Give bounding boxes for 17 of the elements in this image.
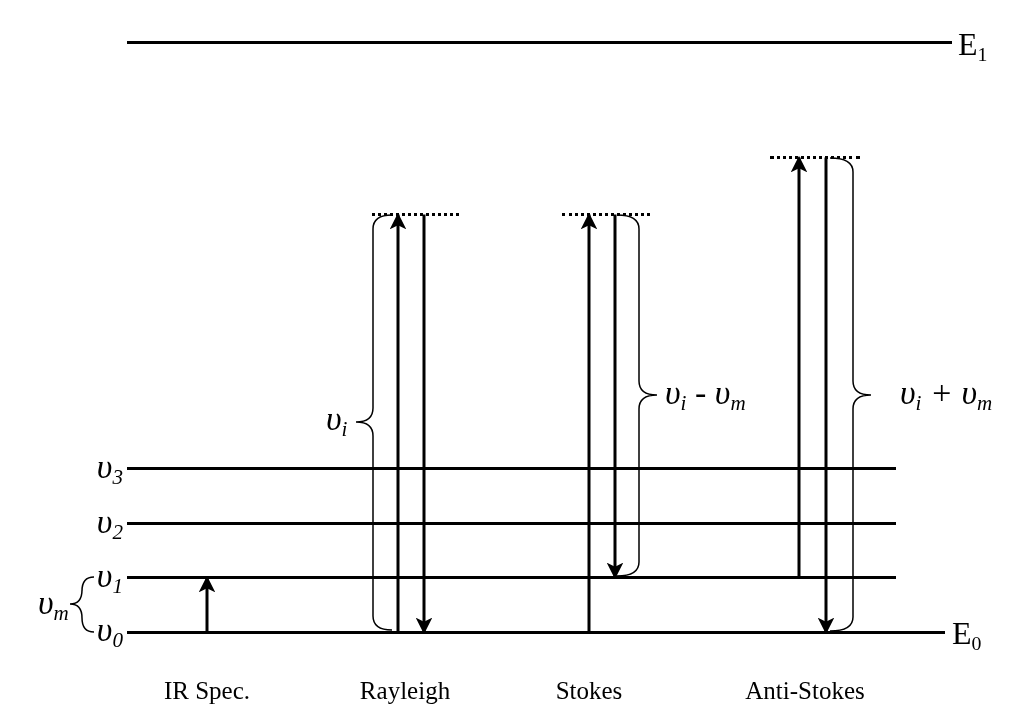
spectroscopy-label: Anti-Stokes xyxy=(745,678,865,703)
energy-label: υ$_{i}$ xyxy=(326,402,348,441)
transition-arrow xyxy=(389,212,407,633)
transition-arrow xyxy=(790,155,808,578)
level-label: E$_{0}$ xyxy=(952,617,982,654)
level-label: E$_{1}$ xyxy=(958,28,988,65)
spectroscopy-label: Stokes xyxy=(555,678,623,703)
level-label: υ$_{3}$ xyxy=(96,450,123,489)
spectroscopy-label: Rayleigh xyxy=(359,678,451,703)
level-label: υ$_{1}$ xyxy=(96,559,123,598)
energy-label: υ$_{i}$ + υ$_{m}$ xyxy=(900,376,993,415)
spectroscopy-label: IR Spec. xyxy=(163,678,251,703)
level-label: υ$_{2}$ xyxy=(96,505,123,544)
level-label: υ$_{0}$ xyxy=(96,613,123,652)
transition-arrow xyxy=(580,212,598,633)
energy-label: υ$_{i}$ - υ$_{m}$ xyxy=(665,376,746,415)
energy-label: υ$_{m}$ xyxy=(38,586,69,625)
